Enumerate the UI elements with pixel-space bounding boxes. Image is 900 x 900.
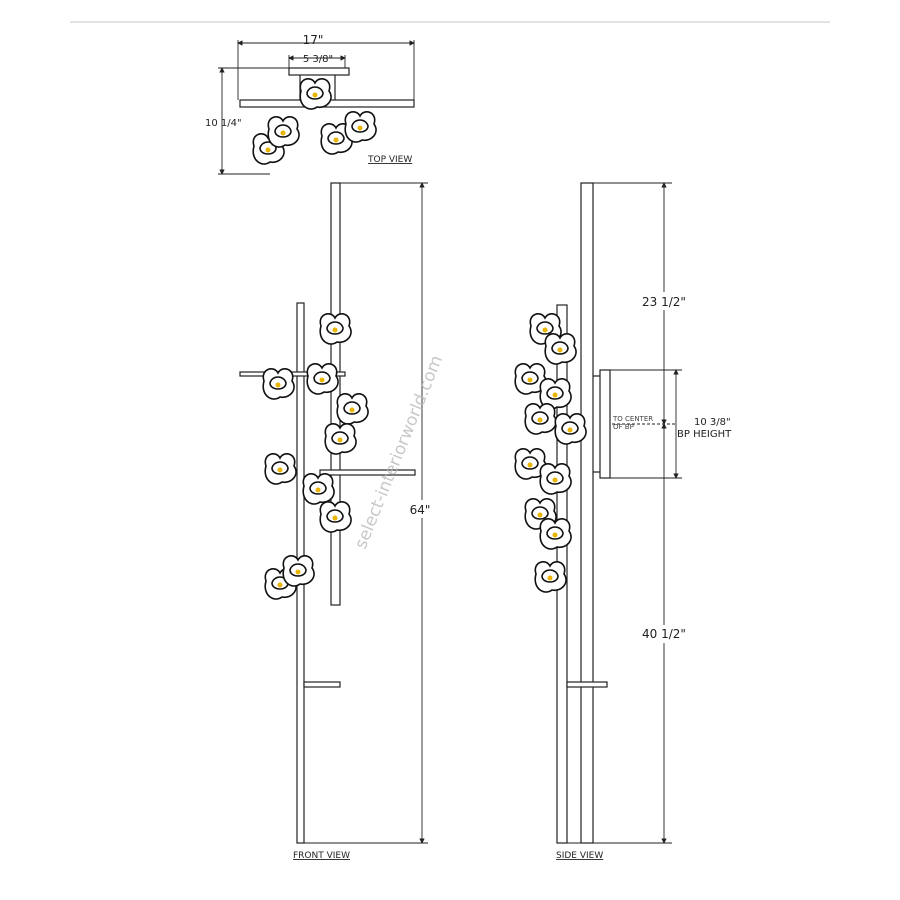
bp-height-label: BP HEIGHT — [677, 429, 732, 440]
label-top-view: TOP VIEW — [367, 155, 412, 165]
watermark: select-interiorworld.com — [351, 353, 447, 552]
dim-upper: 23 1/2" — [642, 295, 686, 309]
label-front-view: FRONT VIEW — [293, 851, 350, 861]
dim-height: 64" — [410, 503, 431, 517]
to-center-line2: OF BP — [613, 423, 634, 431]
dim-backplate-width: 5 3/8" — [303, 54, 333, 65]
dim-width: 17" — [303, 33, 324, 47]
dim-depth: 10 1/4" — [205, 118, 242, 129]
top-view: 17" 5 3/8" 10 1/4" TOP VIEW — [205, 33, 415, 175]
front-view: 64" FRONT VIEW — [239, 182, 435, 861]
dim-lower: 40 1/2" — [642, 627, 686, 641]
dim-bp-height: 10 3/8" — [694, 417, 731, 428]
to-center-line1: TO CENTER — [612, 415, 653, 423]
label-side-view: SIDE VIEW — [556, 851, 603, 861]
side-view: 23 1/2" 40 1/2" TO CENTER OF BP 10 3/8" … — [514, 182, 732, 861]
